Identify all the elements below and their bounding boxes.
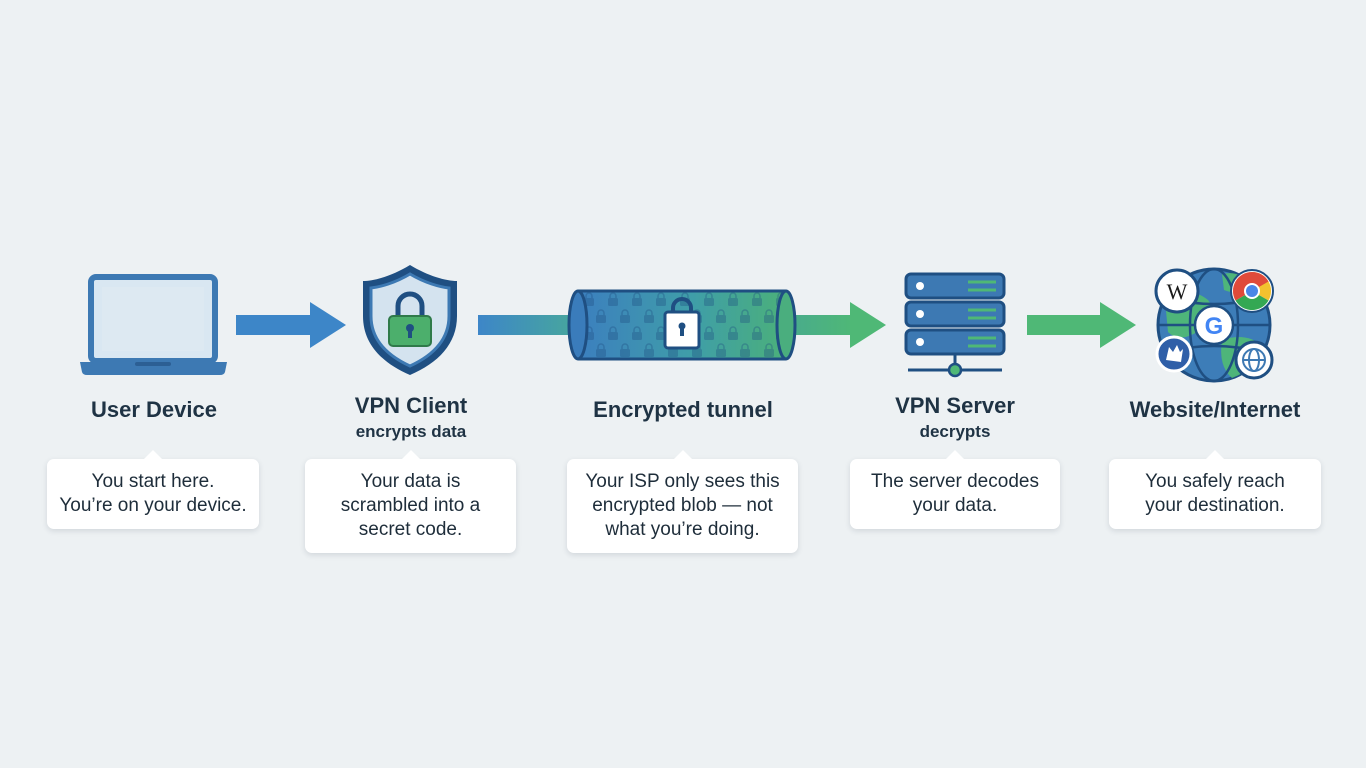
- tunnel-pattern-lock-shackle: [609, 326, 617, 332]
- tunnel-pattern-lock: [608, 298, 618, 306]
- note-line: encrypted blob — not: [592, 495, 773, 516]
- stage-subtitle-vpn-client: encrypts data: [355, 422, 467, 441]
- tunnel-pattern-lock: [632, 332, 642, 340]
- tunnel-pattern-lock-shackle: [765, 309, 773, 315]
- tunnel-pattern-lock-shackle: [633, 292, 641, 298]
- note-bubble-website-internet: You safely reach your destination.: [1109, 450, 1321, 529]
- tunnel-pattern-lock: [608, 332, 618, 340]
- shield-lock-icon: [363, 265, 457, 375]
- note-line: You start here.: [91, 471, 215, 492]
- tunnel-pattern-lock: [716, 315, 726, 323]
- note-line: Your ISP only sees this: [585, 471, 780, 492]
- note-bubble-encrypted-tunnel: Your ISP only sees this encrypted blob —…: [567, 450, 798, 553]
- tunnel-pattern-lock: [740, 349, 750, 357]
- tunnel-pattern-lock-shackle: [621, 309, 629, 315]
- tunnel-pattern-lock: [596, 315, 606, 323]
- stage-title-encrypted-tunnel: Encrypted tunnel: [593, 397, 773, 422]
- tunnel-pattern-lock: [728, 332, 738, 340]
- tunnel-pattern-lock-shackle: [585, 292, 593, 298]
- tunnel-pattern-lock-shackle: [621, 343, 629, 349]
- tunnel-pattern-lock-shackle: [717, 343, 725, 349]
- tunnel-pattern-lock: [692, 349, 702, 357]
- tunnel-pattern-lock: [704, 332, 714, 340]
- tunnel-pattern-lock: [752, 298, 762, 306]
- tunnel-pattern-lock: [596, 349, 606, 357]
- tunnel-pattern-lock: [644, 349, 654, 357]
- tunnel-pattern-lock-shackle: [633, 326, 641, 332]
- tunnel-pattern-lock-shackle: [765, 343, 773, 349]
- note-bubble-user-device: You start here. You’re on your device.: [47, 450, 259, 529]
- tunnel-pattern-lock-shackle: [753, 326, 761, 332]
- flow-arrow-1: [236, 302, 346, 348]
- wolf-icon: [1155, 335, 1193, 373]
- note-line: Your data is: [360, 471, 461, 492]
- tunnel-pattern-lock: [704, 298, 714, 306]
- laptop-icon: [80, 274, 227, 375]
- wikipedia-glyph: W: [1167, 279, 1188, 304]
- tunnel-pattern-lock-shackle: [705, 292, 713, 298]
- flow-arrow-2: [478, 315, 582, 335]
- tunnel-pattern-lock-shackle: [681, 292, 689, 298]
- tunnel-pattern-lock: [752, 332, 762, 340]
- tunnel-pattern-lock: [668, 349, 678, 357]
- tunnel-pattern-lock-shackle: [609, 292, 617, 298]
- stage-title-user-device: User Device: [91, 397, 217, 422]
- note-line: You’re on your device.: [59, 495, 247, 516]
- tunnel-pattern-lock-shackle: [597, 309, 605, 315]
- stage-title-vpn-server: VPN Server: [895, 393, 1015, 418]
- tunnel-pattern-lock-shackle: [753, 292, 761, 298]
- tunnel-pattern-lock: [764, 349, 774, 357]
- tunnel-pattern-lock-shackle: [597, 343, 605, 349]
- tunnel-pattern-lock: [740, 315, 750, 323]
- tunnel-pattern-lock-shackle: [705, 326, 713, 332]
- flow-arrow-3: [784, 302, 886, 348]
- tunnel-pattern-lock-shackle: [729, 326, 737, 332]
- note-bubble-vpn-client: Your data is scrambled into a secret cod…: [305, 450, 516, 553]
- tunnel-pattern-lock: [620, 315, 630, 323]
- note-line: secret code.: [358, 519, 463, 540]
- tunnel-pattern-lock-shackle: [645, 343, 653, 349]
- tunnel-pattern-lock-shackle: [645, 309, 653, 315]
- note-line: You safely reach: [1145, 471, 1285, 492]
- tunnel-pattern-lock: [644, 315, 654, 323]
- note-line: The server decodes: [871, 471, 1039, 492]
- tunnel-pattern-lock: [656, 298, 666, 306]
- tunnel-pattern-lock-shackle: [741, 343, 749, 349]
- tunnel-pattern-lock: [728, 298, 738, 306]
- stage-subtitle-vpn-server: decrypts: [919, 422, 991, 441]
- google-icon: G: [1193, 304, 1235, 346]
- tunnel-pattern-lock: [632, 298, 642, 306]
- tunnel-pattern-lock-shackle: [717, 309, 725, 315]
- google-glyph: G: [1205, 313, 1224, 340]
- server-icon: [904, 272, 1006, 378]
- chrome-icon: [1230, 269, 1274, 313]
- note-line: your destination.: [1145, 495, 1285, 516]
- wikipedia-icon: W: [1154, 268, 1200, 314]
- note-line: your data.: [912, 495, 998, 516]
- stage-title-website-internet: Website/Internet: [1129, 397, 1301, 422]
- tunnel-pattern-lock-shackle: [657, 292, 665, 298]
- flow-arrow-4: [1027, 302, 1136, 348]
- tunnel-pattern-lock: [764, 315, 774, 323]
- note-bubble-vpn-server: The server decodes your data.: [850, 450, 1060, 529]
- tunnel-pattern-lock: [620, 349, 630, 357]
- tunnel-pattern-lock: [716, 349, 726, 357]
- tunnel-lock-icon: [567, 289, 797, 361]
- tunnel-pattern-lock-shackle: [729, 292, 737, 298]
- web-globe-icon: [1234, 340, 1274, 380]
- note-line: what you’re doing.: [605, 519, 760, 540]
- note-line: scrambled into a: [340, 495, 481, 516]
- stage-title-vpn-client: VPN Client: [354, 393, 468, 418]
- tunnel-pattern-lock-shackle: [741, 309, 749, 315]
